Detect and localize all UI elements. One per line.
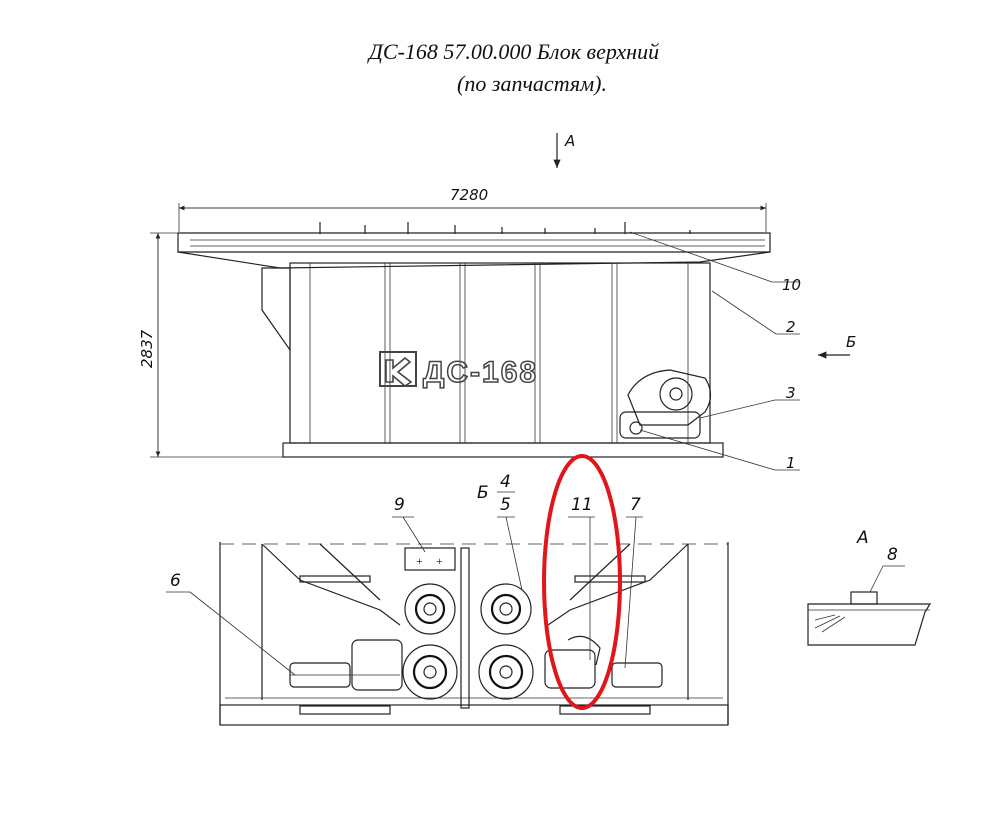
callout-4: 4: [500, 472, 511, 492]
view-arrow-b: Б: [818, 333, 856, 359]
side-view: ДС-168: [177, 222, 771, 458]
view-arrow-a-label: А: [564, 132, 575, 150]
callout-9: 9: [394, 495, 405, 515]
section-b-view: Б + +: [219, 483, 729, 726]
drawing-title: ДС-168 57.00.000 Блок верхний: [368, 39, 660, 64]
height-dimension: 2837: [138, 232, 290, 458]
height-dimension-label: 2837: [138, 329, 156, 368]
side-view-callouts: 10 2 3 1: [629, 231, 801, 472]
callout-3: 3: [786, 384, 796, 402]
callout-10: 10: [782, 276, 801, 294]
svg-text:+: +: [436, 554, 443, 568]
highlight-ellipse: [542, 454, 622, 710]
callout-2: 2: [786, 318, 796, 336]
drawing-subtitle: (по запчастям).: [457, 71, 607, 96]
callout-8: 8: [887, 545, 898, 565]
callout-6: 6: [170, 571, 181, 591]
section-b-callouts: 9 4 5 11 7 6: [166, 472, 643, 676]
view-a-label: А: [856, 528, 869, 548]
view-a-detail: А 8: [807, 528, 932, 646]
section-b-label: Б: [477, 483, 489, 503]
length-dimension: 7280: [178, 186, 767, 232]
length-dimension-label: 7280: [450, 186, 488, 204]
callout-7: 7: [630, 495, 641, 515]
view-arrow-a: А: [553, 132, 575, 168]
view-arrow-b-label: Б: [846, 333, 856, 351]
callout-5: 5: [500, 495, 511, 515]
callout-1: 1: [786, 454, 796, 472]
svg-text:+: +: [416, 554, 423, 568]
brand-logo-text: ДС-168: [423, 356, 538, 389]
brand-logo-mark: [379, 351, 417, 387]
callout-11: 11: [571, 495, 593, 515]
